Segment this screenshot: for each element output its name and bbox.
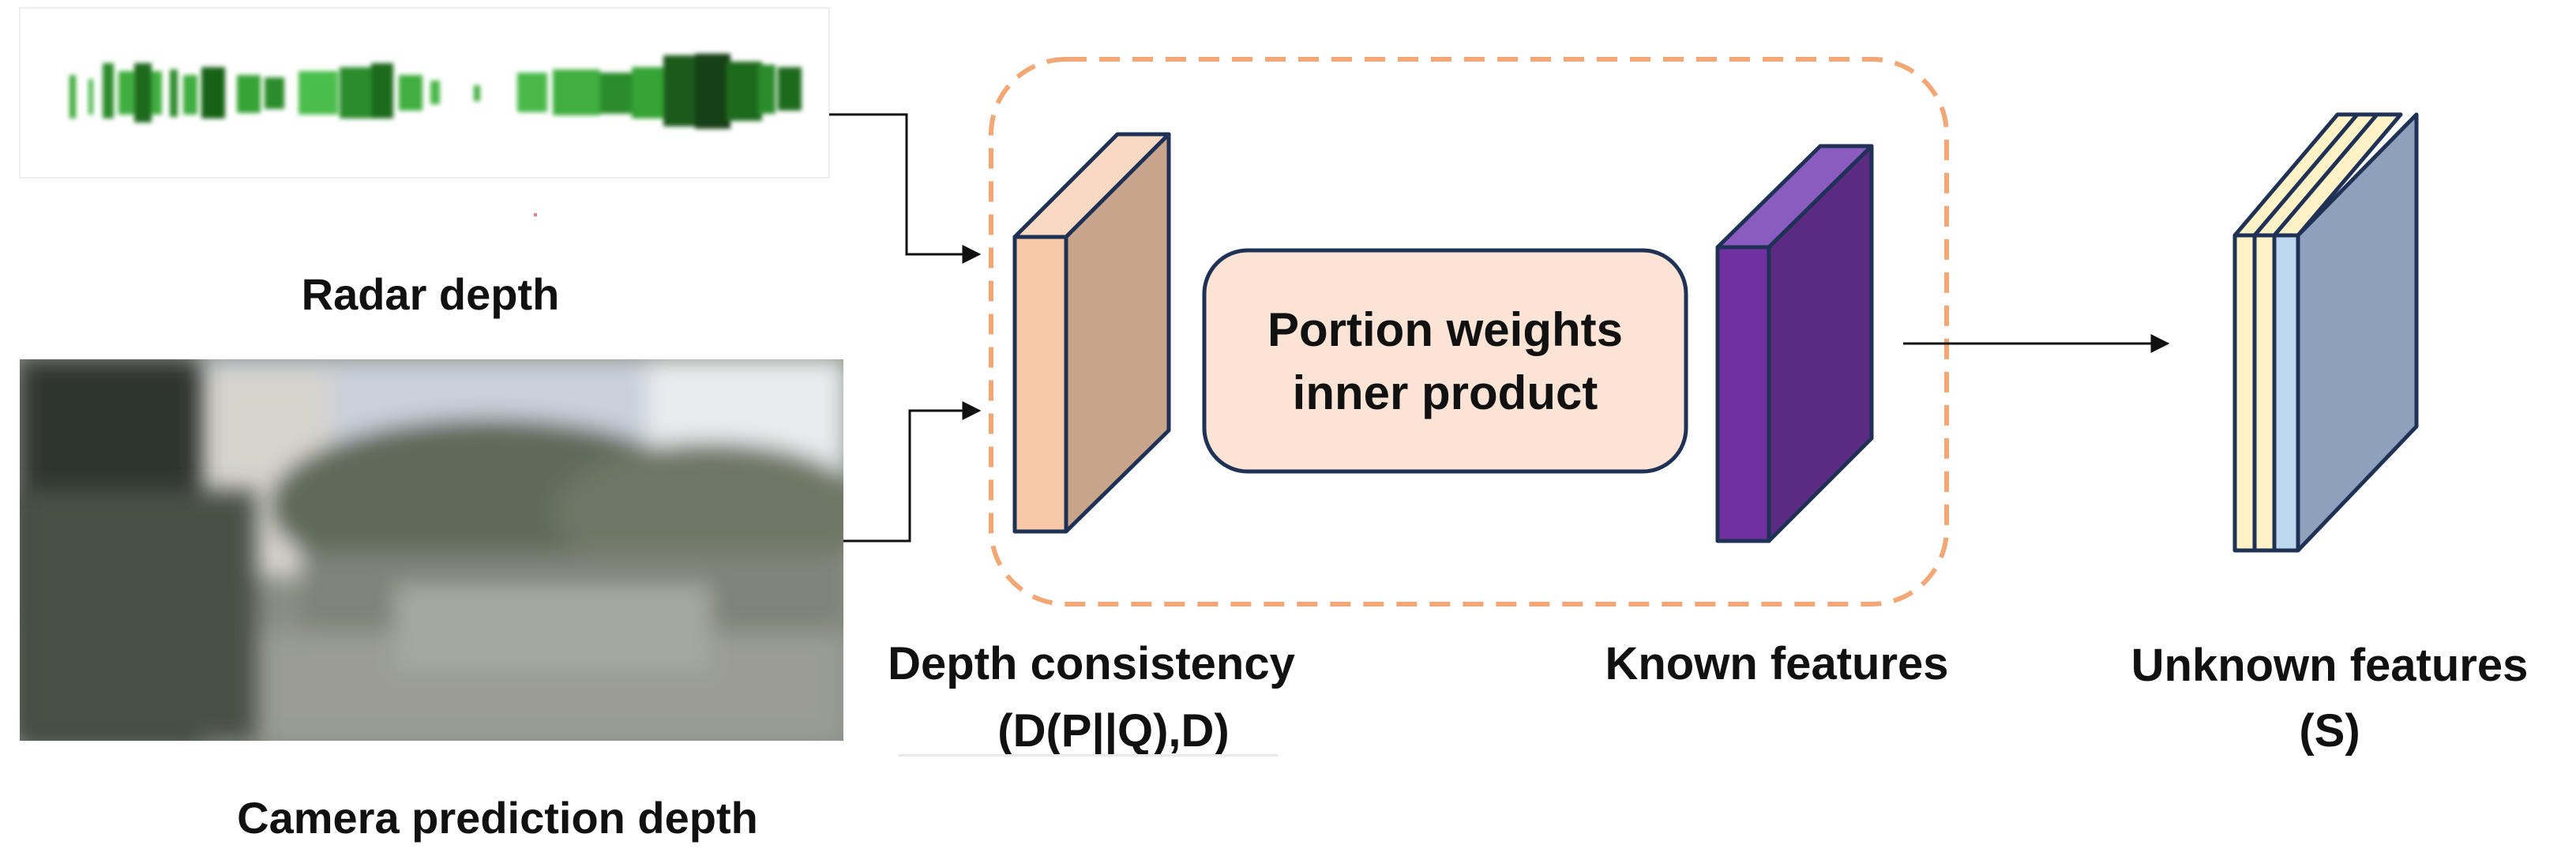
depth-consistency-label-line2: (D(P||Q),D) (997, 705, 1229, 757)
radar-to-depth-arrow (829, 113, 982, 264)
camera-depth-label: Camera prediction depth (237, 793, 758, 843)
radar-depth-label: Radar depth (302, 269, 560, 319)
camera-to-depth-arrow (843, 401, 982, 543)
unknown-features-label-line1: Unknown features (2131, 640, 2529, 691)
camera-depth-image (20, 359, 843, 741)
depth-consistency-label-line1: Depth consistency (888, 638, 1295, 689)
depth-consistency-label-underline (899, 754, 1278, 757)
portion-weights-label-line2: inner product (1293, 366, 1598, 419)
unknown-features-block (2232, 112, 2419, 553)
portion-weights-box: Portion weights inner product (1202, 248, 1688, 474)
portion-weights-label-line1: Portion weights (1267, 303, 1623, 356)
known-features-label: Known features (1605, 638, 1948, 689)
radar-depth-image (19, 7, 830, 216)
known-features-block (1715, 144, 1874, 543)
fusion-dashed-container (989, 57, 1949, 607)
depth-consistency-block (1012, 132, 1171, 534)
unknown-features-label-line2: (S) (2299, 705, 2360, 757)
